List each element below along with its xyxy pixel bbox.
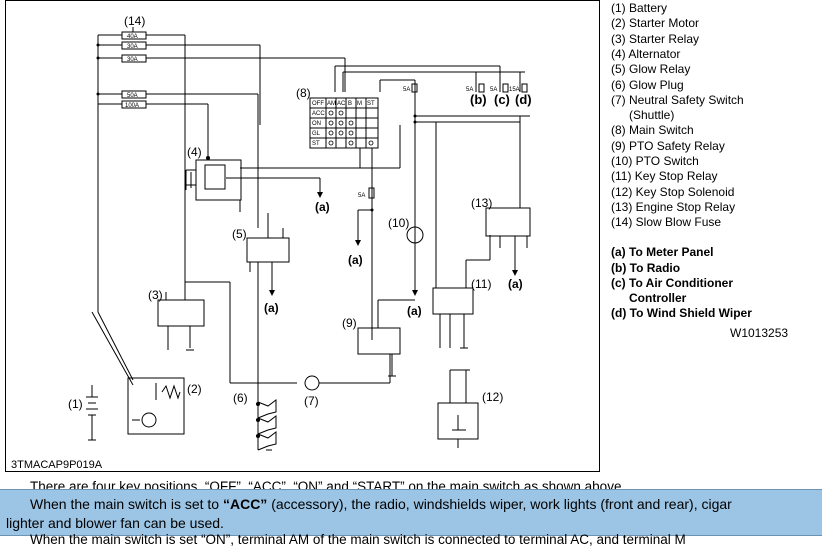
legend-destination: (d) To Wind Shield Wiper [611,306,752,320]
label-pto-switch: (10) [388,216,410,230]
legend-item: (14) Slow Blow Fuse [611,215,722,229]
legend-item: (8) Main Switch [611,123,694,137]
legend-item: (5) Glow Relay [611,62,691,76]
label-key-stop-relay: (11) [471,277,492,291]
caption-text: When the main switch is set to [30,496,223,512]
fuse-50a-label: 50A [127,93,138,99]
legend-item: (7) Neutral Safety Switch [611,93,744,107]
fuse-100a-label: 100A [125,103,139,109]
label-to-meter-panel: (a) [315,200,330,214]
label-key-stop-solenoid: (12) [482,390,504,404]
fuse-5a-label: 5A [466,87,473,93]
label-pto-safety-relay: (9) [342,316,357,330]
switch-row-gl: GL [312,131,321,137]
diagram-frame [5,0,600,472]
switch-row-on: ON [312,121,321,127]
switch-row-st: ST [312,141,320,147]
switch-header-st: ST [367,101,375,107]
legend-item: (4) Alternator [611,47,681,61]
legend-item: (10) PTO Switch [611,154,699,168]
fuse-5a-label: 5A [403,87,410,93]
legend-item: (1) Battery [611,1,668,15]
label-to-air-conditioner: (c) [494,92,510,107]
legend-destination: (b) To Radio [611,261,681,275]
body-text-bottom: When the main switch is set “ON”, termin… [30,532,686,547]
fuse-40a-label: 40A [127,34,138,40]
caption-box: When the main switch is set to “ACC” (ac… [0,489,822,536]
label-glow-plug: (6) [233,391,248,405]
label-to-wiper: (d) [515,92,532,107]
label-neutral-safety-switch: (7) [304,394,319,408]
caption-emphasis: “ACC” [222,496,268,512]
legend-item: (3) Starter Relay [611,32,700,46]
legend-destination: Controller [629,291,687,305]
label-engine-stop-relay: (13) [471,196,493,210]
label-battery: (1) [68,397,83,411]
fuse-30a-label: 30A [127,57,138,63]
caption-text: (accessory), the radio, windshields wipe… [267,496,732,512]
legend-destination: (c) To Air Conditioner [611,276,733,290]
switch-header-b: B [348,101,352,107]
legend-item: (13) Engine Stop Relay [611,200,736,214]
label-to-meter-panel: (a) [508,277,523,291]
label-slow-blow-fuse: (14) [124,14,146,28]
label-starter-relay: (3) [148,288,163,302]
switch-header-ac: AC [337,101,346,107]
legend-item: (2) Starter Motor [611,16,700,30]
fuse-30a-label: 30A [127,44,138,50]
label-to-radio: (b) [470,92,487,107]
switch-header-am: AM [327,101,336,107]
label-starter-motor: (2) [187,382,202,396]
label-glow-relay: (5) [232,227,247,241]
legend-item: (6) Glow Plug [611,78,684,92]
legend-item: (12) Key Stop Solenoid [611,185,735,199]
switch-row-acc: ACC [312,111,325,117]
fuse-15a-label: 15A [509,87,520,93]
label-to-meter-panel: (a) [264,301,279,315]
caption-line: lighter and blower fan can be used. [6,515,224,531]
label-to-meter-panel: (a) [348,253,363,267]
legend-item: (Shuttle) [629,108,675,122]
diagram-code: 3TMACAP9P019A [11,459,103,471]
caption-line: When the main switch is set to “ACC” (ac… [30,496,732,512]
legend-code: W1013253 [730,326,789,340]
fuse-5a-label: 5A [490,87,497,93]
legend-destination: (a) To Meter Panel [611,245,714,259]
label-to-meter-panel: (a) [407,304,422,318]
label-main-switch: (8) [296,86,311,100]
legend-item: (9) PTO Safety Relay [611,139,725,153]
switch-row-off: OFF [312,101,324,107]
label-alternator: (4) [187,145,202,159]
legend-item: (11) Key Stop Relay [611,169,718,183]
fuse-5a-label: 5A [358,193,365,199]
switch-header-m: M [357,101,362,107]
